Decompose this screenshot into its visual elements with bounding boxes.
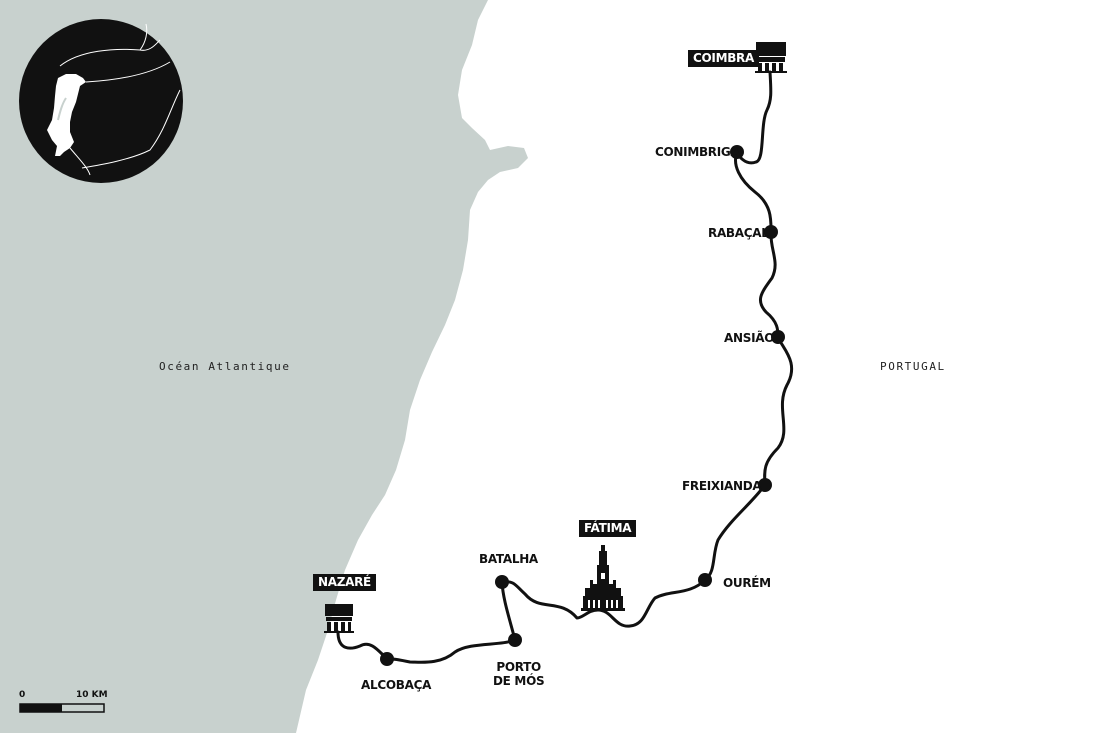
route-line <box>336 70 794 664</box>
nazare-aqueduct-icon <box>324 604 354 633</box>
label-freixianda: FREIXIANDA <box>682 479 762 493</box>
dot-batalha <box>495 575 509 589</box>
scale-end-label: 10 KM <box>76 690 108 700</box>
dot-ourem <box>698 573 712 587</box>
label-rabacal: RABAÇAL <box>708 226 769 240</box>
inset-locator-map <box>19 19 183 183</box>
atlantic-ocean <box>0 0 528 733</box>
dot-rabacal <box>764 225 778 239</box>
label-porto-de-mos: PORTO DE MÓS <box>493 660 545 688</box>
fatima-basilica-icon <box>581 545 625 611</box>
dot-alcobaca <box>380 652 394 666</box>
label-ansiao: ANSIÃO <box>724 331 775 345</box>
label-batalha: BATALHA <box>479 552 538 566</box>
coimbra-aqueduct-icon <box>755 42 787 73</box>
scale-start-label: 0 <box>19 690 26 700</box>
label-conimbriga: CONIMBRIGA <box>655 145 740 159</box>
ocean-label: Océan Atlantique <box>159 360 291 373</box>
scale-bar <box>19 703 105 713</box>
badge-nazare: NAZARÉ <box>313 574 376 591</box>
label-alcobaca: ALCOBAÇA <box>361 678 432 692</box>
dot-conimbriga <box>730 145 744 159</box>
dot-porto-de-mos <box>508 633 522 647</box>
label-ourem: OURÉM <box>723 576 771 590</box>
portugal-silhouette <box>47 74 86 156</box>
country-label: PORTUGAL <box>880 360 946 373</box>
badge-coimbra: COIMBRA <box>688 50 759 67</box>
dot-ansiao <box>771 330 785 344</box>
dot-freixianda <box>758 478 772 492</box>
badge-fatima: FÁTIMA <box>579 520 637 537</box>
